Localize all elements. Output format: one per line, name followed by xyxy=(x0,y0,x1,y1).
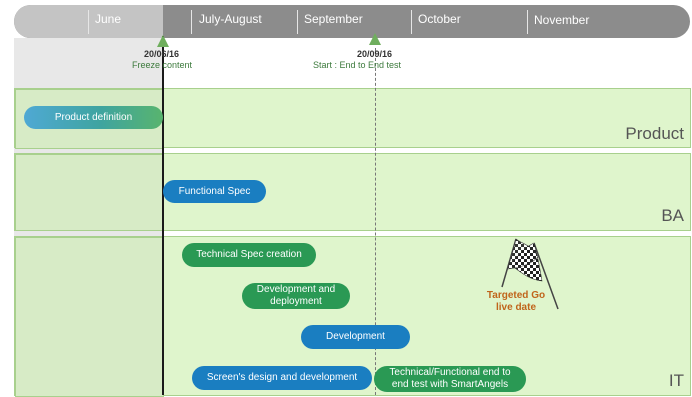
month-separator xyxy=(527,10,528,34)
month-separator xyxy=(88,10,89,34)
task-e2e-test: Technical/Functional end to end test wit… xyxy=(374,366,526,392)
month-october: October xyxy=(418,12,461,26)
task-development-deployment: Development and deployment xyxy=(242,283,350,309)
month-july-august: July-August xyxy=(199,12,262,26)
month-june: June xyxy=(95,12,122,26)
task-product-definition: Product definition xyxy=(24,106,163,129)
lane-ba-left xyxy=(15,154,164,231)
go-live-label: Targeted Go live date xyxy=(478,290,554,314)
go-live-line: Targeted Go xyxy=(486,290,546,301)
milestone-date-freeze: 20/06/16 xyxy=(144,49,180,59)
lane-title-ba: BA xyxy=(661,206,684,225)
end-to-end-test-line xyxy=(375,48,376,395)
task-technical-spec: Technical Spec creation xyxy=(182,243,316,267)
task-line: deployment xyxy=(270,296,322,307)
lane-title-it: IT xyxy=(668,371,684,390)
checkered-flags-icon xyxy=(501,238,559,310)
lane-it-left xyxy=(15,237,164,397)
month-separator xyxy=(191,10,192,34)
milestone-date-e2e: 20/09/16 xyxy=(357,49,393,59)
milestone-label-freeze: Freeze content xyxy=(132,60,193,70)
task-screens-design: Screen's design and development xyxy=(192,366,372,390)
task-line: end test with SmartAngels xyxy=(391,379,509,390)
freeze-content-line xyxy=(162,36,164,395)
milestone-triangle-icon xyxy=(157,35,169,47)
month-november: November xyxy=(534,13,590,27)
month-september: September xyxy=(304,12,363,26)
month-separator xyxy=(411,10,412,34)
month-separator xyxy=(297,10,298,34)
milestone-triangle-icon xyxy=(369,33,381,45)
go-live-line: live date xyxy=(495,302,537,313)
milestone-label-e2e: Start : End to End test xyxy=(313,60,402,70)
task-line: Technical/Functional end to xyxy=(389,367,511,378)
task-line: Development and xyxy=(256,284,336,295)
task-functional-spec: Functional Spec xyxy=(163,180,266,203)
lane-title-product: Product xyxy=(625,124,684,143)
task-development: Development xyxy=(301,325,410,349)
